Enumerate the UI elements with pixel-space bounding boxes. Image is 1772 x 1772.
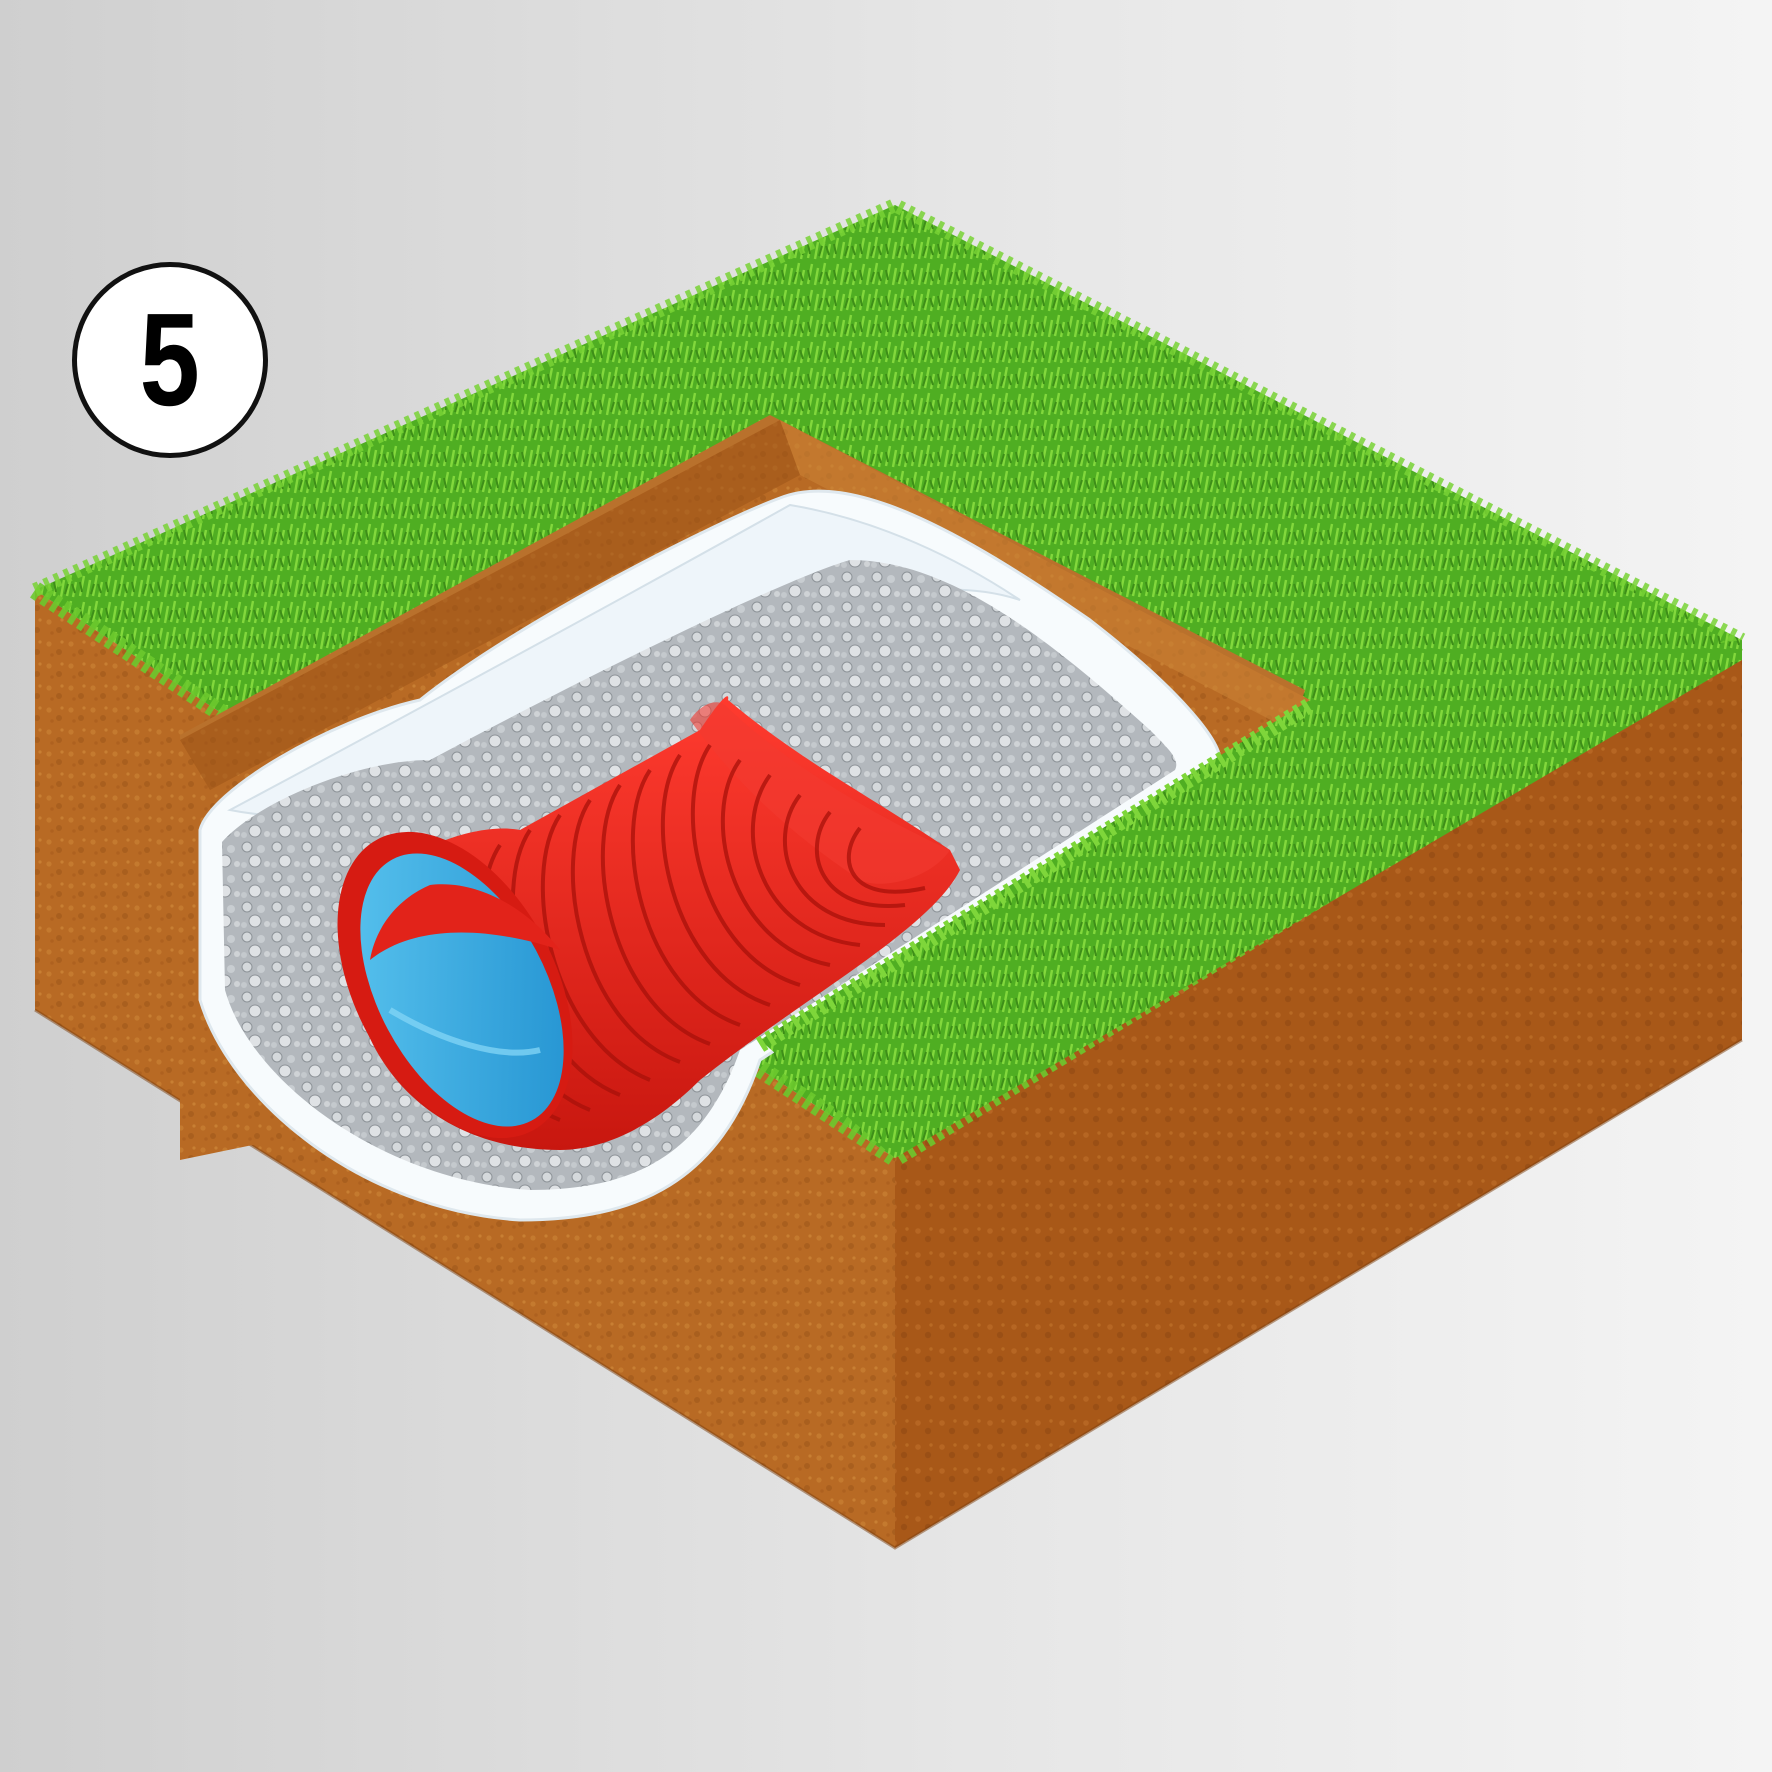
soil-right-face <box>895 640 1742 1548</box>
corrugated-pipe <box>337 696 960 1150</box>
grass-strip <box>760 640 1742 1158</box>
step-number: 5 <box>139 286 201 433</box>
step-number-badge: 5 <box>72 262 268 458</box>
